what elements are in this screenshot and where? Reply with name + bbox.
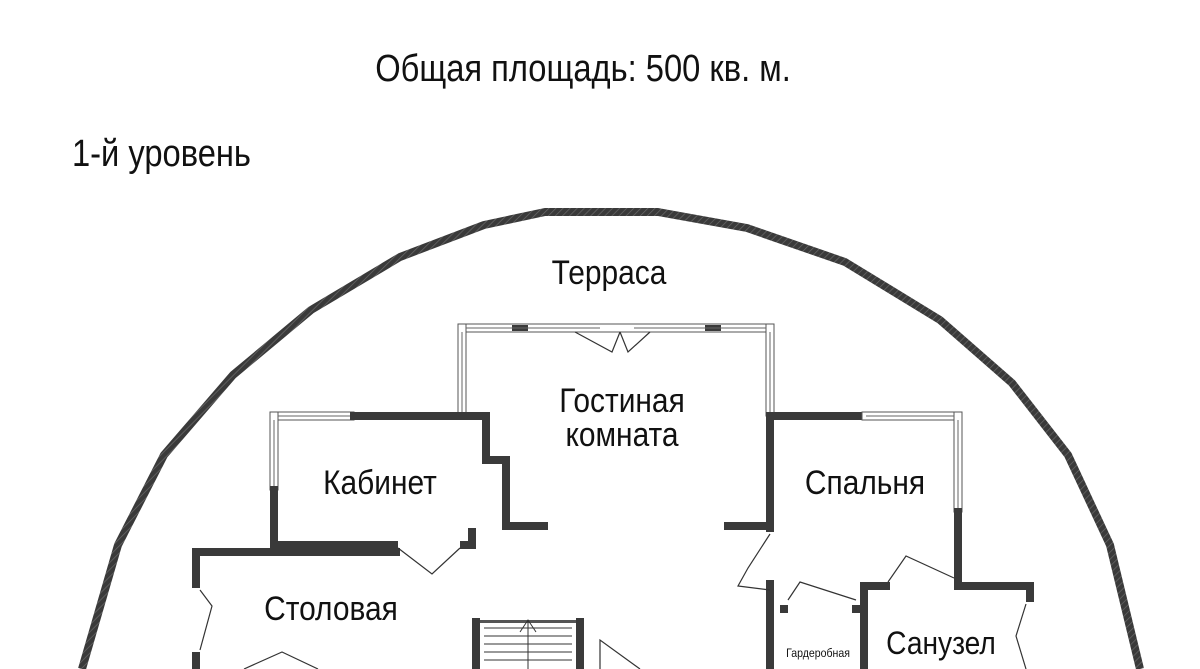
room-label-dining: Столовая (264, 589, 398, 627)
room-label-bathroom: Санузел (886, 626, 996, 661)
terrace-outer-wall (78, 208, 1144, 669)
window-glazing (273, 327, 959, 508)
door-swings (199, 331, 1027, 669)
room-label-bedroom: Спальня (805, 463, 925, 501)
room-label-office: Кабинет (323, 463, 437, 501)
level-title: 1-й уровень (72, 133, 251, 175)
room-label-wardrobe: Гардеробная (786, 647, 850, 660)
room-label-living-1: Гостиная (559, 381, 685, 419)
room-label-living-2: комната (565, 415, 678, 453)
staircase (484, 619, 572, 669)
room-label-terrace: Терраса (552, 253, 667, 291)
total-area-title: Общая площадь: 500 кв. м. (375, 48, 791, 90)
